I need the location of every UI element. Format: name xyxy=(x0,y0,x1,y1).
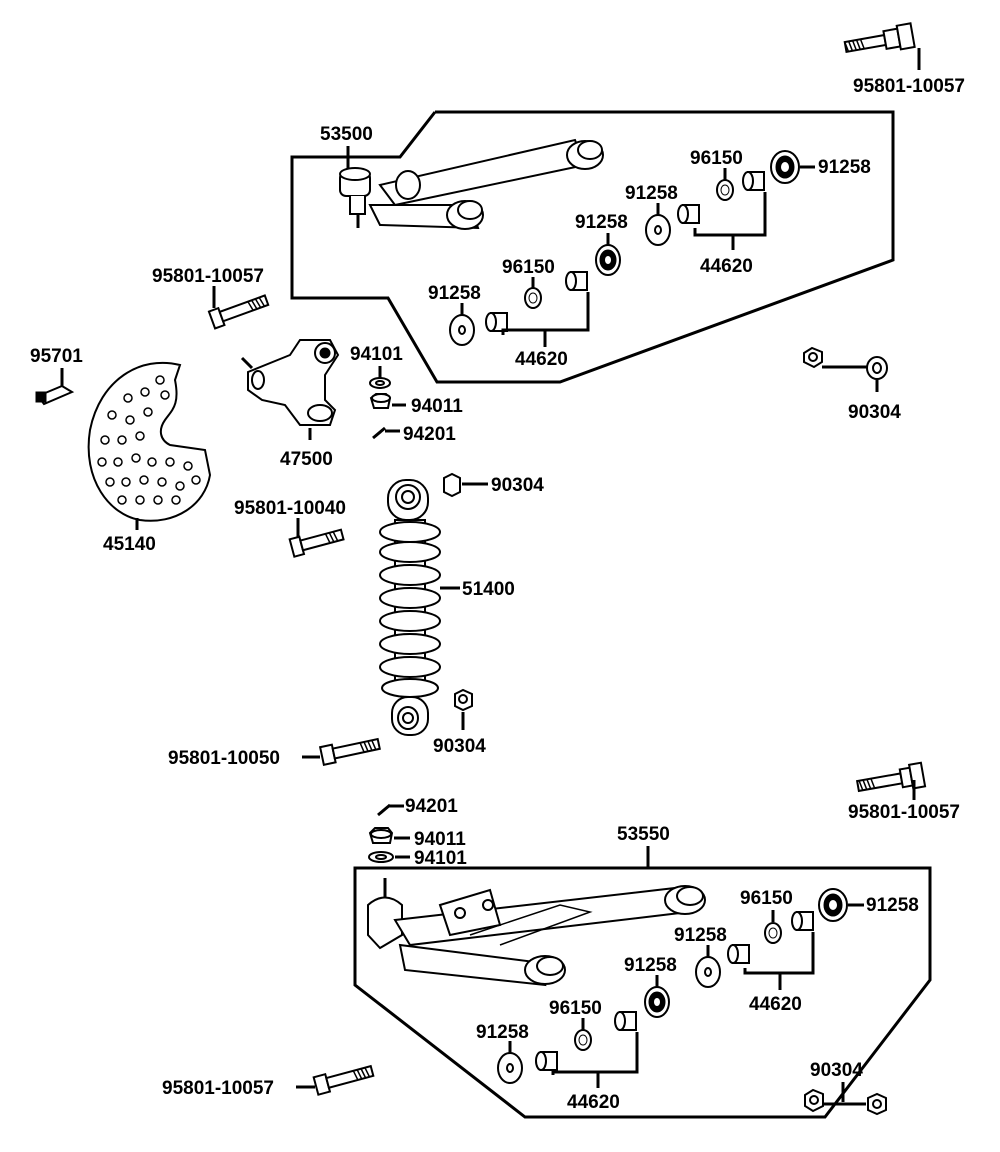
label-washer-up-c: 91258 xyxy=(575,212,628,233)
bolt-shock-bottom xyxy=(302,737,381,766)
label-pin-lower-joint: 94201 xyxy=(405,796,458,817)
label-upper-arm: 53500 xyxy=(320,124,373,145)
label-washer-lower-joint: 94101 xyxy=(414,848,467,869)
label-collar-up-b: 44620 xyxy=(515,349,568,370)
screw-95701 xyxy=(35,368,75,406)
label-nut-upper-joint: 94011 xyxy=(411,396,463,417)
bolt-shock-top xyxy=(288,518,345,558)
label-disc: 45140 xyxy=(103,534,156,555)
bolt-upper-left xyxy=(207,286,270,330)
upper-joint-hardware xyxy=(369,366,406,440)
label-washer-lo-d: 91258 xyxy=(476,1022,529,1043)
label-nut-lower-joint: 94011 xyxy=(414,829,466,850)
shock-absorber xyxy=(379,472,488,736)
label-shock: 51400 xyxy=(462,579,515,600)
label-washer-up-a: 91258 xyxy=(818,157,871,178)
upper-parts-drawing xyxy=(449,150,815,347)
label-washer-lo-b: 91258 xyxy=(674,925,727,946)
brake-disc xyxy=(87,361,212,530)
label-collar-lo-b: 44620 xyxy=(567,1092,620,1113)
nut-right-upper xyxy=(803,346,888,392)
label-bolt-top-right: 95801-10057 xyxy=(853,76,965,97)
steering-knuckle xyxy=(240,339,340,440)
upper-arm-group-frame xyxy=(290,110,895,384)
label-knuckle: 47500 xyxy=(280,449,333,470)
label-washer-up-d: 91258 xyxy=(428,283,481,304)
label-collar-up-a: 44620 xyxy=(700,256,753,277)
label-screw: 95701 xyxy=(30,346,83,367)
label-bolt-shock-top: 95801-10040 xyxy=(234,498,346,519)
nut-shock-bottom xyxy=(454,688,473,730)
upper-arm-drawing xyxy=(339,138,604,230)
label-lower-arm: 53550 xyxy=(617,824,670,845)
lower-joint-hardware xyxy=(368,803,410,863)
label-bushing-up-a: 96150 xyxy=(690,148,743,169)
bolt-top-right xyxy=(843,22,921,70)
bolt-lower-left xyxy=(296,1064,375,1096)
label-pin-upper-joint: 94201 xyxy=(403,424,456,445)
label-washer-upper-joint: 94101 xyxy=(350,344,403,365)
label-bolt-lower-right: 95801-10057 xyxy=(848,802,960,823)
bolt-lower-right xyxy=(855,761,927,800)
label-collar-lo-a: 44620 xyxy=(749,994,802,1015)
label-nut-shock-top: 90304 xyxy=(491,475,544,496)
label-nut-shock-bottom: 90304 xyxy=(433,736,486,757)
nut-lower-right xyxy=(804,1082,887,1116)
label-nut-lower-right: 90304 xyxy=(810,1060,863,1081)
label-washer-lo-c: 91258 xyxy=(624,955,677,976)
label-washer-lo-a: 91258 xyxy=(866,895,919,916)
label-nut-right-upper: 90304 xyxy=(848,402,901,423)
label-bushing-up-b: 96150 xyxy=(502,257,555,278)
label-bolt-shock-bottom: 95801-10050 xyxy=(168,748,280,769)
label-washer-up-b: 91258 xyxy=(625,183,678,204)
lower-arm-group-frame xyxy=(353,866,932,1119)
label-bushing-lo-b: 96150 xyxy=(549,998,602,1019)
lower-parts-drawing xyxy=(497,888,864,1088)
label-bolt-upper-left: 95801-10057 xyxy=(152,266,264,287)
label-bolt-lower-left: 95801-10057 xyxy=(162,1078,274,1099)
label-bushing-lo-a: 96150 xyxy=(740,888,793,909)
lower-arm-drawing xyxy=(367,846,706,987)
